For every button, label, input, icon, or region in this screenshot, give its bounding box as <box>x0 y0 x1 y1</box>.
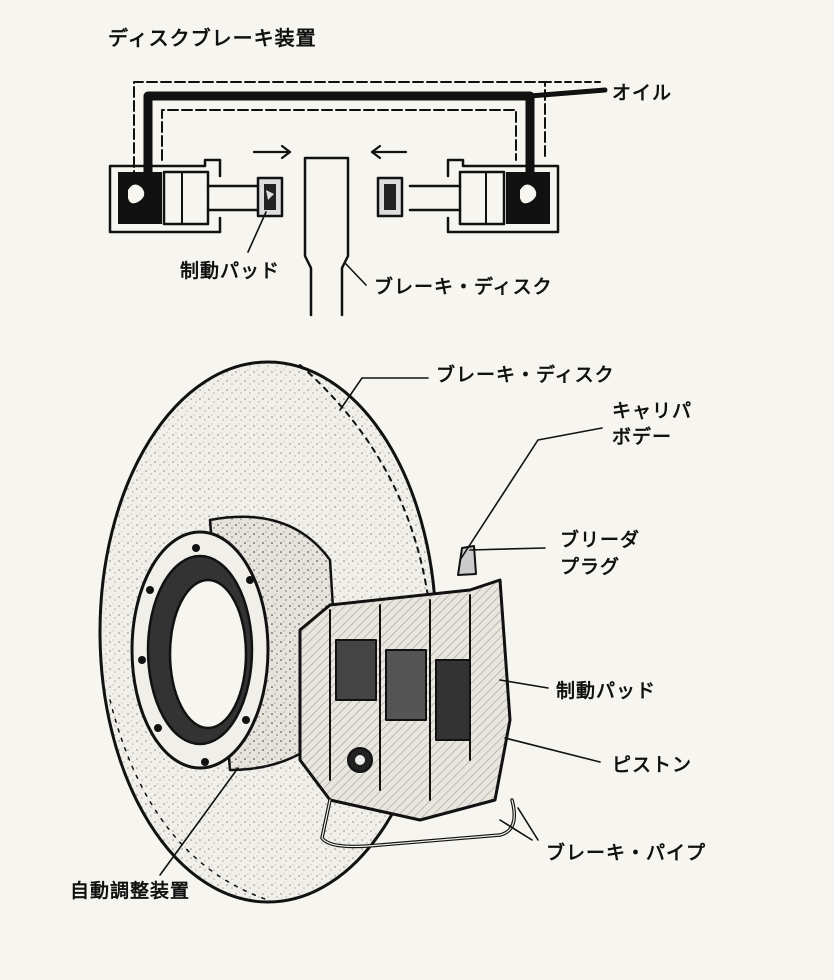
bleeder-plug <box>457 545 477 576</box>
schematic-top <box>108 81 608 317</box>
disc-section <box>303 156 350 317</box>
disc-leader-bottom <box>339 377 429 411</box>
label-disc-bottom: ブレーキ・ディスク <box>436 364 615 386</box>
left-piston <box>162 170 210 226</box>
housing-outline <box>133 81 546 196</box>
pad-leader <box>247 211 267 253</box>
pipe-leader-2 <box>517 807 539 841</box>
label-oil: オイル <box>612 82 673 104</box>
oil-line-outlet <box>527 87 608 99</box>
label-pad-top: 制動パッド <box>180 260 281 282</box>
right-cylinder <box>446 158 560 234</box>
label-bleeder-2: プラグ <box>560 556 621 578</box>
bleeder-leader <box>469 547 546 551</box>
label-disc-top: ブレーキ・ディスク <box>374 276 553 298</box>
label-caliper-1: キャリパ <box>612 400 693 422</box>
label-bleeder-1: ブリーダ <box>560 529 641 551</box>
brake-assembly <box>98 360 603 904</box>
piston-leader <box>504 737 601 763</box>
left-cylinder <box>108 158 222 234</box>
label-caliper-2: ボデー <box>612 426 673 448</box>
disc-leader <box>345 263 367 286</box>
diagram-title: ディスクブレーキ装置 <box>108 26 317 50</box>
hub-bore <box>168 578 248 730</box>
pad-leader-bottom <box>499 679 549 689</box>
label-adjuster: 自動調整装置 <box>70 880 191 902</box>
hub-bolt-holes <box>138 544 254 766</box>
oil-line <box>143 91 535 201</box>
label-piston: ピストン <box>612 754 693 776</box>
arrow-left <box>370 144 408 160</box>
arrow-right <box>252 144 292 160</box>
caliper-leader <box>459 427 603 561</box>
label-pipe: ブレーキ・パイプ <box>546 842 707 864</box>
pipe-leader-1 <box>499 819 533 841</box>
label-pad-bottom: 制動パッド <box>556 680 657 702</box>
right-piston <box>458 170 506 226</box>
adjuster-leader <box>159 767 239 876</box>
